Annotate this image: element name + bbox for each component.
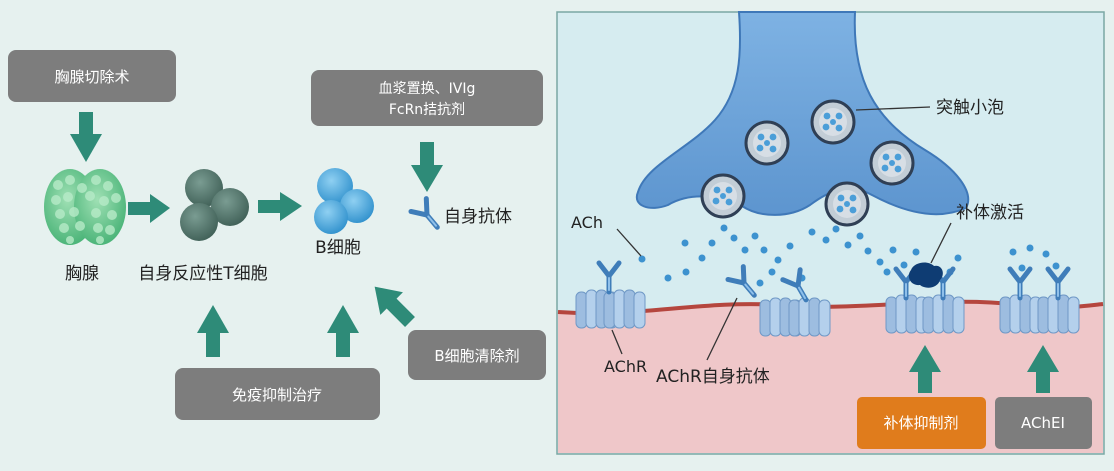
synaptic-vesicle — [700, 173, 746, 219]
t-cell-label: 自身反应性T细胞 — [138, 264, 267, 284]
b-cell-depletion-box — [408, 330, 546, 380]
vesicle-label: 突触小泡 — [936, 98, 1004, 118]
synaptic-vesicle — [744, 120, 790, 166]
arrow-achei — [1027, 345, 1059, 393]
achr-pointer-line — [611, 329, 623, 355]
thymectomy-box — [8, 50, 176, 102]
t-cell-cluster-icon — [180, 169, 249, 241]
synaptic-vesicle — [824, 181, 870, 227]
complement-inhibitor-box — [857, 397, 986, 449]
arrow-depletion-to-bcell — [374, 286, 415, 327]
b-cell-label: B细胞 — [315, 238, 361, 258]
achr-antibody-label: AChR自身抗体 — [656, 367, 770, 387]
immunotherapy-label: 免疫抑制治疗 — [232, 386, 322, 404]
arrow-immuno-to-bcell — [327, 305, 359, 357]
achr-label: AChR — [604, 357, 647, 376]
ach-pointer-line — [616, 228, 642, 257]
complement-label: 补体激活 — [956, 203, 1024, 223]
right-panel: 突触小泡 ACh — [556, 11, 1105, 455]
achei-box — [995, 397, 1092, 449]
thymectomy-label: 胸腺切除术 — [54, 68, 129, 86]
b-cell-cluster-icon — [314, 168, 374, 234]
complement-inhibitor-label: 补体抑制剂 — [883, 414, 958, 432]
immunotherapy-box — [175, 368, 380, 420]
synaptic-vesicle — [810, 99, 856, 145]
autoantibody-label: 自身抗体 — [444, 207, 512, 227]
synaptic-vesicle — [869, 140, 915, 186]
arrow-complement-inhibitor — [909, 345, 941, 393]
achei-label: AChEI — [1021, 414, 1065, 432]
thymus-label: 胸腺 — [65, 264, 99, 284]
arrow-thymus-to-tcell — [128, 194, 170, 223]
plasma-exchange-box — [311, 70, 543, 126]
thymus-icon — [44, 169, 126, 245]
vesicle-pointer-line — [855, 106, 931, 111]
plasma-exchange-line1: 血浆置换、IVIg — [379, 80, 476, 97]
arrow-tcell-to-bcell — [258, 192, 302, 221]
plasma-exchange-line2: FcRn拮抗剂 — [389, 102, 465, 118]
achr-antibody-pointer-line — [706, 297, 738, 361]
arrow-plasma-to-antibody — [411, 142, 443, 192]
b-cell-depletion-label: B细胞清除剂 — [434, 347, 519, 365]
arrow-thymectomy-to-thymus — [70, 112, 102, 162]
ach-label: ACh — [571, 213, 603, 232]
complement-icon — [908, 262, 943, 288]
complement-pointer-line — [930, 222, 952, 264]
arrow-immuno-to-tcell — [197, 305, 229, 357]
